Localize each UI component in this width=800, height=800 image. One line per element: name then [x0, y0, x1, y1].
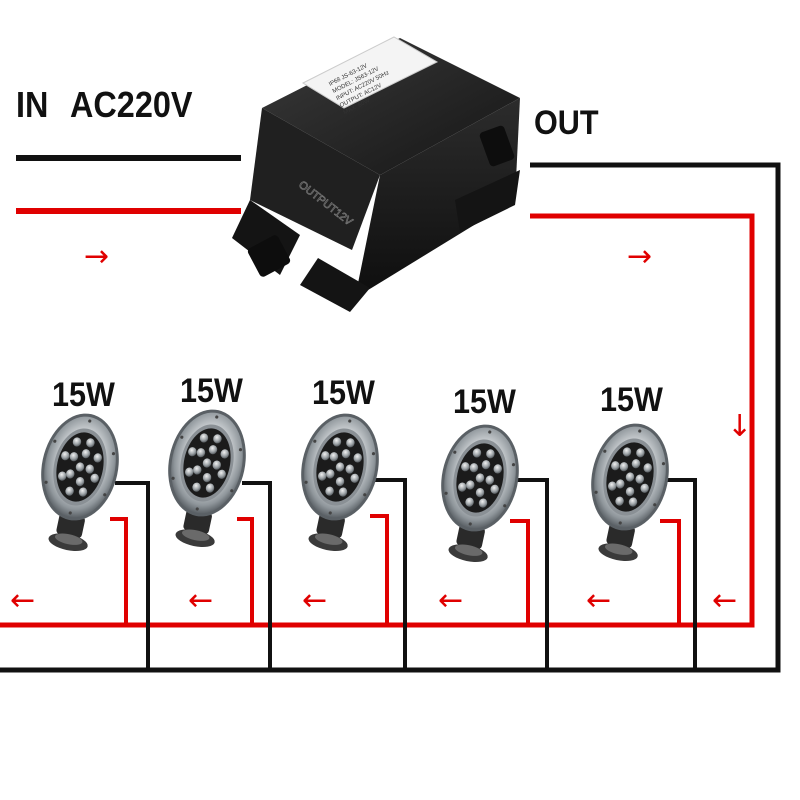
light-neutral-wire: [375, 478, 407, 670]
light-4-watt-label: 15W: [453, 383, 516, 421]
light-live-wire: [660, 519, 681, 625]
arrow-left-icon: ←: [438, 583, 464, 618]
light-neutral-wire: [665, 478, 697, 670]
light-live-wire: [510, 519, 530, 625]
light-3-watt-label: 15W: [312, 374, 375, 412]
arrow-left-icon: ←: [586, 583, 612, 618]
input-label: IN: [16, 84, 49, 125]
voltage-label: AC220V: [70, 84, 193, 125]
underwater-light-4: [441, 424, 519, 563]
light-1-watt-label: 15W: [52, 376, 115, 414]
transformer-label-plate: [301, 36, 439, 109]
arrow-down-icon: ↓: [727, 409, 753, 444]
light-live-wire: [110, 517, 128, 625]
light-live-wire: [370, 514, 389, 625]
underwater-light-2: [168, 409, 246, 548]
arrow-right-icon: →: [627, 239, 653, 274]
light-neutral-wire: [115, 481, 150, 670]
light-neutral-wire: [242, 481, 272, 670]
light-5-watt-label: 15W: [600, 381, 663, 419]
lights-layer: [41, 409, 697, 670]
underwater-light-1: [41, 413, 119, 552]
underwater-light-3: [301, 413, 379, 552]
arrow-left-icon: ←: [712, 583, 738, 618]
output-live-wire: [0, 213, 755, 628]
underwater-light-5: [591, 423, 669, 562]
light-live-wire: [237, 517, 254, 625]
output-neutral-wire: [0, 162, 781, 673]
light-neutral-wire: [515, 478, 549, 670]
arrow-left-icon: ←: [188, 583, 214, 618]
arrow-left-icon: ←: [10, 583, 36, 618]
arrow-right-icon: →: [84, 239, 110, 274]
arrow-left-icon: ←: [302, 583, 328, 618]
output-label: OUT: [534, 104, 599, 142]
light-2-watt-label: 15W: [180, 372, 243, 410]
